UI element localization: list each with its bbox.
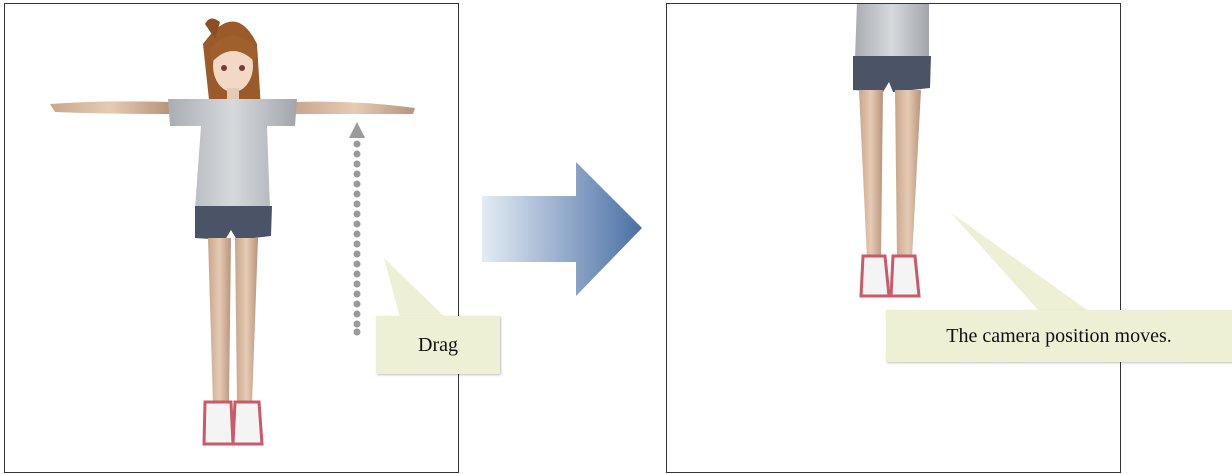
viewport-before (4, 3, 459, 473)
character-legs-figure (853, 4, 931, 298)
character-full-figure (50, 18, 415, 446)
viewport-after (666, 3, 1121, 473)
right-arrow-icon (482, 162, 642, 296)
drag-callout: Drag (376, 316, 500, 374)
camera-moves-callout: The camera position moves. (886, 310, 1232, 362)
drag-callout-label: Drag (418, 333, 458, 356)
camera-moves-callout-label: The camera position moves. (946, 324, 1172, 347)
callout-tails (384, 212, 1090, 318)
drag-up-arrow-icon (349, 122, 365, 336)
